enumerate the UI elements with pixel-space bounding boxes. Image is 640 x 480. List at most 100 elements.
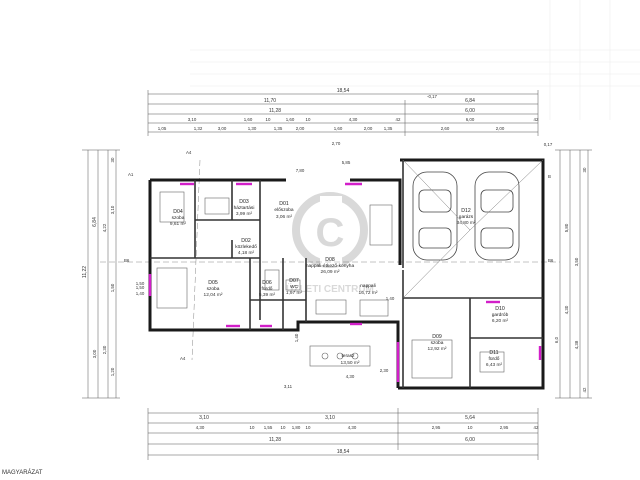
garage-roof-lines [402,159,544,299]
dim-top: 1,32 [194,126,203,131]
room-d06: D06 fürdő 5,39 m² [259,280,276,298]
dim-misc: 1,40 [386,296,395,301]
dim-bottom: 3,10 [199,415,209,421]
dim-misc: 0,17 [544,142,553,147]
room-name: közlekedő [235,244,257,250]
dim-top-overall: 18,54 [337,88,350,94]
dim-right: 30 [582,167,587,172]
room-name: előszoba [274,207,294,213]
dim-misc: 4,30 [346,374,355,379]
room-id: D12 [461,208,471,214]
room-d01: D01 előszoba 3,06 m² [274,201,294,220]
dim-left: 6,84 [92,217,98,227]
room-name: háztartási [234,205,255,211]
dim-top: 2,00 [496,126,505,131]
dim-bottom: 2,95 [500,425,509,430]
dim-misc: 2,70 [332,141,341,146]
room-id: D09 [432,334,442,340]
dimension-lines-sides [82,149,592,399]
dim-left: 11,22 [82,266,88,278]
room-d09: D09 szoba 12,92 m² [428,334,447,352]
room-area: 3,99 m² [236,211,253,217]
dim-left: 1,40 [136,291,145,296]
dim-top: 1,35 [384,126,393,131]
dim-left: 1,50 [110,283,115,292]
room-id: D03 [239,199,249,205]
room-id: D11 [489,350,498,356]
dimension-labels-top: 18,54 11,70 -0,17 6,84 11,28 6,00 3,10 1… [158,88,539,131]
dim-left: 1,20 [110,367,115,376]
dimension-labels-right: 5,80 3,50 4,30 4,38 30 42 6,0 [554,167,587,392]
dim-top: 1,30 [248,126,257,131]
room-area: 5,39 m² [259,292,276,298]
dim-misc: 2,30 [380,368,389,373]
room-area: 6,20 m² [492,318,509,324]
dim-right: 4,30 [564,305,569,314]
room-name: szoba [431,340,444,346]
room-name: szoba [207,286,220,292]
dim-left: 1,50 [136,285,145,290]
dim-top: 1,60 [334,126,343,131]
dim-bottom: 6,00 [465,437,475,443]
room-name: gardrób [492,312,509,318]
axis-label: B6 [548,258,554,263]
room-name: nappali-étkező-konyha [306,263,355,269]
dim-top: -0,17 [427,94,438,99]
dim-misc: 1,50 [136,281,145,286]
dim-right: 42 [582,387,587,392]
room-labels: D04 szoba 9,61 m² D03 háztartási 3,99 m²… [170,199,509,368]
dim-top: 6,00 [465,108,475,114]
room-name: fürdő [489,356,500,362]
dim-misc: 3,11 [284,384,293,389]
dim-top: 10 [266,117,271,122]
room-id: D08 [325,257,335,263]
dim-top: 2,60 [441,126,450,131]
dim-bottom-overall: 18,54 [337,449,350,455]
dim-left: 3,00 [92,349,97,358]
room-id: D10 [495,306,505,312]
dim-bottom: 1,55 [264,425,273,430]
axis-markers: A4 A1 B6 B6 A4 B [124,150,554,361]
room-terasz: terasz 13,50 m² [341,353,360,366]
room-area: 26,09 m² [321,269,340,275]
room-d02: D02 közlekedő 4,18 m² [235,238,257,256]
axis-label: B6 [124,258,130,263]
axis-label: A4 [180,356,186,361]
dim-bottom: 3,10 [325,415,335,421]
dim-left: 2,30 [102,345,107,354]
room-area: 12,92 m² [428,346,447,352]
dim-top: 42 [534,117,539,122]
room-area: 4,18 m² [238,250,255,256]
dim-right: 4,38 [574,340,579,349]
dim-bottom: 11,28 [269,437,281,443]
dimension-lines-bottom [147,408,539,460]
room-id: D01 [279,201,289,207]
room-d03: D03 háztartási 3,99 m² [234,199,255,217]
dim-top: 1,60 [286,117,295,122]
dim-bottom: 10 [468,425,473,430]
room-name: garázs [459,214,474,220]
dim-top: 4,30 [349,117,358,122]
dimension-lines-top [147,90,539,136]
dim-left: 30 [110,157,115,162]
footer-label: MAGYARÁZAT [2,470,43,476]
room-area: 1,97 m² [286,290,303,296]
room-d08: D08 nappali-étkező-konyha 26,09 m² [306,257,355,275]
room-id: D06 [262,280,272,286]
dim-right: 5,80 [564,223,569,232]
dim-bottom: 2,95 [432,425,441,430]
room-area: 3,06 m² [276,214,293,220]
dim-right: 6,0 [554,336,559,343]
dim-bottom: 10 [250,425,255,430]
room-area: 16,72 m² [359,290,378,296]
dimension-labels-misc: 1,50 1,40 2,70 7,80 5,85 4,30 2,30 1,40 … [136,141,553,389]
room-name: nappali [360,283,375,289]
room-area: 13,50 m² [341,360,360,366]
dim-bottom: 10 [306,425,311,430]
interior-walls [150,160,543,388]
axis-label: B [548,174,551,179]
car-outlines [412,171,520,261]
dim-top: 1,05 [158,126,167,131]
room-area: 12,04 m² [204,292,223,298]
